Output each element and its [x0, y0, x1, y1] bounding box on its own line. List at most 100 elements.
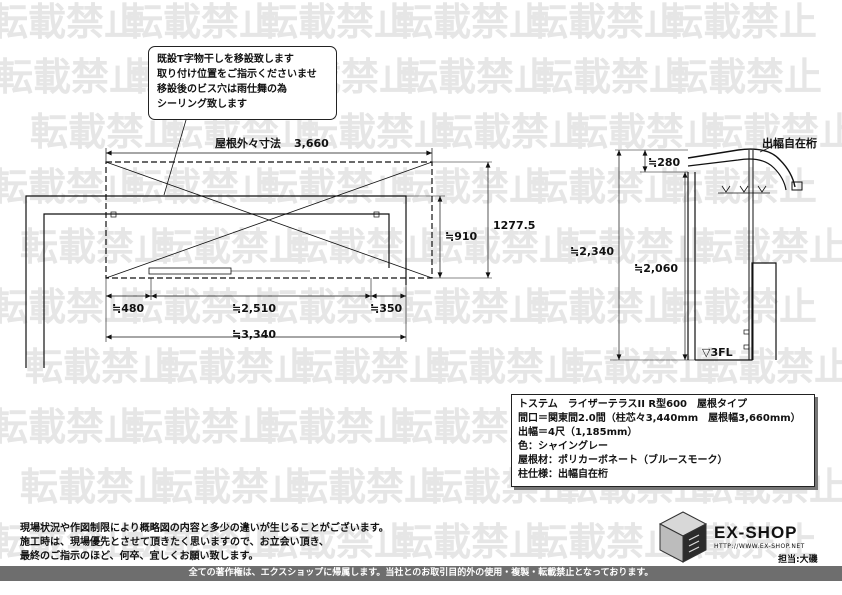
callout-line: シーリング致します	[157, 99, 247, 110]
depth-inner-dimension: ≒910	[445, 230, 478, 243]
side-view	[610, 144, 803, 361]
watermark-text: 転載禁止	[395, 520, 547, 564]
watermark-text: 転載禁止	[530, 0, 682, 44]
spec-line: 屋根材：ポリカーボネート（ブルースモーク）	[518, 455, 728, 466]
watermark-text: 転載禁止	[0, 405, 142, 449]
logo-name: EX-SHOP	[714, 523, 798, 542]
watermark-text: 転載禁止	[560, 225, 712, 269]
watermark-text: 転載禁止	[695, 225, 842, 269]
side-fixing-1	[743, 329, 750, 335]
dim-arrow	[145, 293, 151, 299]
watermark-text: 転載禁止	[260, 520, 412, 564]
watermark-text: 転載禁止	[535, 55, 687, 99]
watermark-text: 転載禁止	[125, 285, 277, 329]
dim-arrow	[400, 293, 406, 299]
spec-line: トステム ライザーテラスII R型600 屋根タイプ	[518, 399, 747, 410]
dim-arrow	[365, 293, 371, 299]
dim-arrow	[682, 172, 688, 178]
side-roof	[687, 148, 796, 188]
watermark-text: 転載禁止	[400, 55, 552, 99]
watermark-text: 転載禁止	[290, 465, 442, 509]
watermark-text: 転載禁止	[125, 520, 277, 564]
watermark-text: 転載禁止	[0, 55, 147, 99]
dim-arrow	[437, 272, 443, 278]
dim-arrow	[485, 272, 491, 278]
dim-arrow	[682, 354, 688, 360]
watermark-text: 転載禁止	[0, 165, 142, 209]
spec-line: 色：シャイングレー	[518, 441, 608, 452]
disclaimer-line: 最終のご指示のほど、何卒、宜しくお願い致します。	[20, 551, 259, 562]
watermark-text: 転載禁止	[260, 165, 412, 209]
side-gutter	[791, 181, 803, 191]
side-fixing-2	[743, 344, 750, 350]
house-inner-wall	[43, 213, 390, 368]
watermark-text: 転載禁止	[530, 520, 682, 564]
total-span-dimension: ≒3,340	[232, 328, 277, 341]
callout-note: 既設T字物干しを移設致します 取り付け位置をご指示くださいませ 移設後のビス穴は…	[148, 46, 337, 120]
staff-label: 担当:大磯	[778, 555, 818, 565]
dim-arrow	[642, 150, 648, 156]
dim-arrow	[426, 150, 432, 156]
watermark-text: 転載禁止	[290, 225, 442, 269]
watermark-text: 転載禁止	[395, 0, 547, 44]
watermark-text: 転載禁止	[700, 345, 842, 389]
floor-level-label: ▽3FL	[702, 346, 733, 359]
watermark-text: 転載禁止	[20, 225, 172, 269]
house-outer-wall	[25, 195, 407, 368]
watermark-text: 転載禁止	[530, 165, 682, 209]
side-roof-inner	[687, 158, 787, 191]
watermark-text: 転載禁止	[125, 165, 277, 209]
watermark-text: 転載禁止	[295, 345, 447, 389]
dim-arrow	[371, 293, 377, 299]
logo-cube-icon	[658, 511, 708, 563]
watermark-text: 転載禁止	[260, 285, 412, 329]
dim-arrow	[616, 150, 622, 156]
watermark-text: 転載禁止	[570, 110, 722, 154]
top-gap-dimension: ≒280	[648, 156, 681, 169]
callout-line: 移設後のビス穴は雨仕舞の為	[157, 84, 287, 95]
watermark-text: 転載禁止	[565, 345, 717, 389]
callout-pointer	[163, 119, 187, 196]
watermark-text: 転載禁止	[125, 0, 277, 44]
post-height-dimension: ≒2,060	[634, 262, 679, 275]
dim-arrow	[106, 293, 112, 299]
spec-line: 出幅＝4尺（1,185mm）	[518, 427, 638, 438]
dim-arrow	[437, 196, 443, 202]
watermark-text: 転載禁止	[20, 465, 172, 509]
watermark-text: 転載禁止	[530, 285, 682, 329]
eave-pointer	[759, 144, 776, 153]
watermark-text: 転載禁止	[0, 285, 142, 329]
watermark-text: 転載禁止	[670, 55, 822, 99]
total-height-dimension: ≒2,340	[570, 245, 615, 258]
post-span-dimension: ≒2,510	[232, 302, 277, 315]
watermark-text: 転載禁止	[430, 345, 582, 389]
watermark-text: 転載禁止	[425, 225, 577, 269]
callout-line: 取り付け位置をご指示くださいませ	[157, 69, 317, 80]
watermark-text: 転載禁止	[0, 0, 142, 44]
roof-outline	[105, 161, 433, 279]
dim-arrow	[485, 162, 491, 168]
watermark-text: 転載禁止	[665, 0, 817, 44]
logo-url: HTTP://WWW.EX-SHOP.NET	[714, 543, 805, 550]
side-hangers	[721, 185, 767, 193]
watermark-text: 転載禁止	[155, 465, 307, 509]
dim-arrow	[400, 334, 406, 340]
dim-arrow	[642, 166, 648, 172]
plan-view	[25, 119, 492, 368]
spec-line: 間口＝関東間2.0間（柱芯々3,440mm 屋根幅3,660mm）	[518, 413, 801, 424]
watermark-text: 転載禁止	[395, 165, 547, 209]
spec-line: 柱仕様：出幅自在桁	[518, 469, 608, 480]
callout-line: 既設T字物干しを移設致します	[157, 54, 294, 65]
offset-left-dimension: ≒480	[112, 302, 145, 315]
watermark-text: 転載禁止	[705, 110, 842, 154]
mark-left	[110, 211, 117, 218]
watermark-text: 転載禁止	[160, 345, 312, 389]
depth-outer-dimension: 1277.5	[493, 219, 536, 232]
roof-outer-dimension-value: 3,660	[294, 137, 329, 150]
copyright-footer: 全ての著作権は、エクスショップに帰属します。当社とのお取引目的外の使用・複製・転…	[0, 566, 842, 581]
watermark-text: 転載禁止	[125, 405, 277, 449]
spec-box: トステム ライザーテラスII R型600 屋根タイプ 間口＝関東間2.0間（柱芯…	[511, 394, 815, 487]
disclaimer-line: 施工時は、現場優先とさせて頂きたく思いますので、お立会い頂き、	[20, 537, 329, 548]
watermark-text: 転載禁止	[260, 0, 412, 44]
